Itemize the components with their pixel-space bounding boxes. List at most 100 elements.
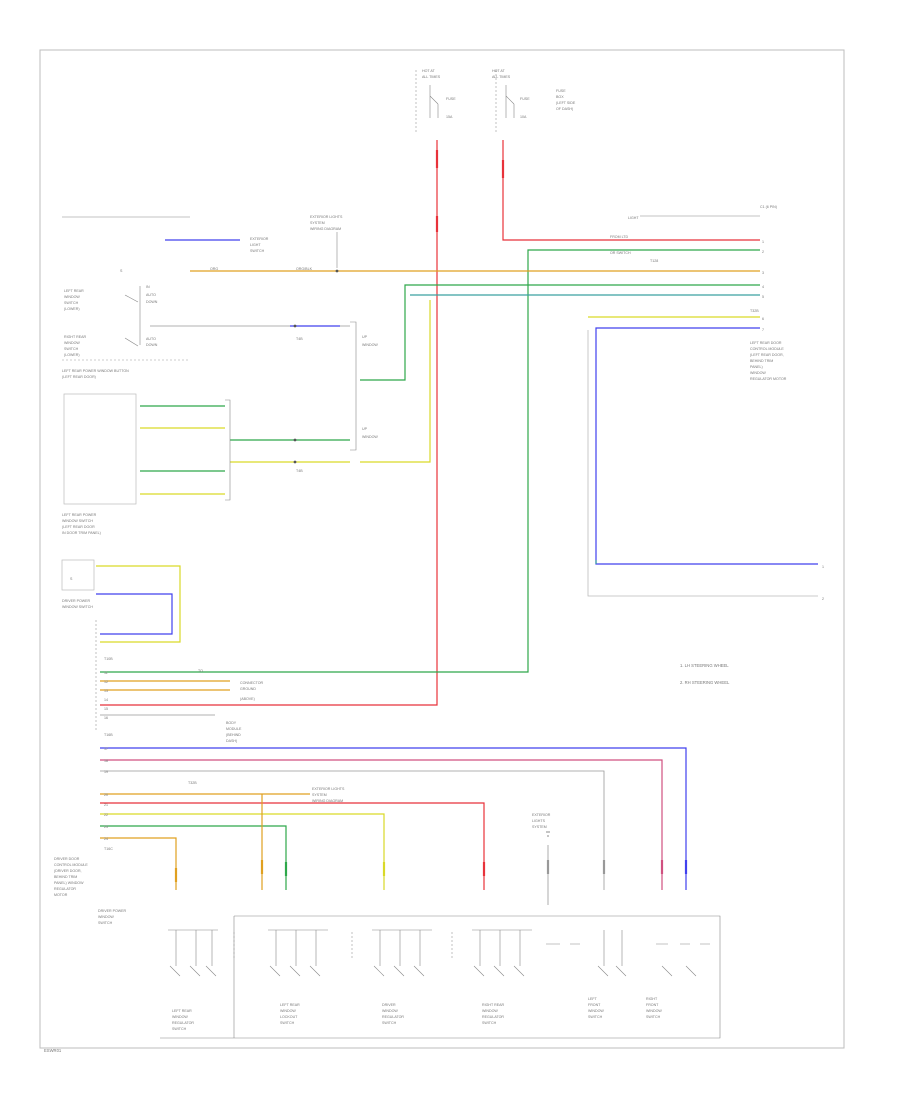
wire-blue-right xyxy=(595,327,818,565)
svg-text:WINDOW: WINDOW xyxy=(64,295,80,299)
svg-text:BOX: BOX xyxy=(556,95,564,99)
svg-text:WINDOW: WINDOW xyxy=(280,1009,296,1013)
svg-text:1: 1 xyxy=(762,240,764,244)
svg-text:DASH): DASH) xyxy=(226,739,237,743)
wire-green-loop xyxy=(100,249,760,673)
svg-text:7: 7 xyxy=(762,328,764,332)
svg-text:SWITCH: SWITCH xyxy=(588,1015,603,1019)
wire-bundle-red xyxy=(100,802,485,890)
svg-text:4: 4 xyxy=(762,285,764,289)
svg-text:ALL TIMES: ALL TIMES xyxy=(492,75,511,79)
bundle-pin-labels: 11 12 13 14 15 16 T16B 17 18 19 20 21 22… xyxy=(104,669,345,851)
svg-text:REGULATOR: REGULATOR xyxy=(382,1015,404,1019)
svg-text:ORG: ORG xyxy=(210,267,218,271)
svg-text:T10B: T10B xyxy=(104,657,113,661)
svg-text:11: 11 xyxy=(104,671,108,675)
window-switch-left: LEFT REAR WINDOW SWITCH (LOWER) RIGHT RE… xyxy=(64,269,158,357)
svg-text:SWITCH: SWITCH xyxy=(64,301,79,305)
svg-text:LIGHTS: LIGHTS xyxy=(532,819,546,823)
svg-text:(LEFT REAR DOOR): (LEFT REAR DOOR) xyxy=(62,375,96,379)
svg-text:WINDOW SWITCH: WINDOW SWITCH xyxy=(62,519,93,523)
svg-text:RIGHT REAR: RIGHT REAR xyxy=(64,335,87,339)
svg-text:C1 (6 PIN): C1 (6 PIN) xyxy=(760,205,777,209)
svg-text:CONNECTOR: CONNECTOR xyxy=(240,681,263,685)
svg-text:LEFT REAR: LEFT REAR xyxy=(172,1009,192,1013)
fuse-block-right: HOT AT ALL TIMES FUSE 10A FUSE BOX (LEFT… xyxy=(492,69,576,132)
svg-text:SWITCH: SWITCH xyxy=(98,921,113,925)
svg-text:UP: UP xyxy=(362,427,368,431)
right-connector: C1 (6 PIN) LIGHT FROM LTD OR SWITCH T128… xyxy=(610,205,777,332)
wire-yellow-mid xyxy=(360,300,760,463)
svg-text:LEFT: LEFT xyxy=(588,997,598,1001)
svg-text:T32B: T32B xyxy=(188,781,197,785)
wire-red-main xyxy=(100,140,438,706)
legend-note-2: 2. RH STEERING WHEEL xyxy=(680,680,730,685)
svg-text:BEHIND TRIM: BEHIND TRIM xyxy=(54,875,77,879)
svg-text:23: 23 xyxy=(104,825,108,829)
switch-group-5: LEFT FRONT WINDOW SWITCH xyxy=(546,930,627,1019)
svg-text:WINDOW: WINDOW xyxy=(750,371,766,375)
switch-group-4: RIGHT REAR WINDOW REGULATOR SWITCH xyxy=(472,929,532,1025)
svg-text:SWITCH: SWITCH xyxy=(646,1015,661,1019)
svg-text:ORG/BLK: ORG/BLK xyxy=(296,267,313,271)
svg-text:SWITCH: SWITCH xyxy=(64,347,79,351)
wire-bundle-blue1 xyxy=(100,747,687,890)
wire-tick-marks xyxy=(174,150,688,882)
svg-text:HOT AT: HOT AT xyxy=(422,69,435,73)
svg-text:12: 12 xyxy=(104,680,108,684)
svg-text:ALL TIMES: ALL TIMES xyxy=(422,75,441,79)
svg-text:OR SWITCH: OR SWITCH xyxy=(610,251,631,255)
svg-text:SWITCH: SWITCH xyxy=(482,1021,497,1025)
svg-text:(LEFT REAR DOOR,: (LEFT REAR DOOR, xyxy=(750,353,784,357)
right-wire-terminal-2: 2 xyxy=(822,597,824,601)
switch-group-2: LEFT REAR WINDOW LOCKOUT SWITCH xyxy=(268,929,328,1025)
svg-text:DRIVER DOOR: DRIVER DOOR xyxy=(54,857,80,861)
svg-text:(ABOVE): (ABOVE) xyxy=(240,697,255,701)
svg-text:EXTERIOR: EXTERIOR xyxy=(532,813,551,817)
svg-text:18: 18 xyxy=(104,759,108,763)
svg-text:PANEL) WINDOW: PANEL) WINDOW xyxy=(54,881,84,885)
wire-driver-blue xyxy=(96,593,173,635)
wire-bundle-gray2 xyxy=(100,770,605,890)
svg-text:(DRIVER DOOR,: (DRIVER DOOR, xyxy=(54,869,82,873)
svg-text:(BEHIND: (BEHIND xyxy=(226,733,241,737)
svg-text:5: 5 xyxy=(762,295,764,299)
svg-text:T16C: T16C xyxy=(104,847,113,851)
svg-text:CONTROL MODULE: CONTROL MODULE xyxy=(750,347,784,351)
svg-text:S: S xyxy=(70,577,73,581)
svg-text:T4B: T4B xyxy=(296,337,303,341)
svg-text:HOT AT: HOT AT xyxy=(492,69,505,73)
svg-text:DOWN: DOWN xyxy=(146,300,158,304)
switch-block: LEFT REAR WINDOW REGULATOR SWITCH LEFT R… xyxy=(160,915,721,1039)
svg-text:SWITCH: SWITCH xyxy=(172,1027,187,1031)
svg-text:AUTO: AUTO xyxy=(146,293,156,297)
svg-text:LEFT REAR: LEFT REAR xyxy=(280,1003,300,1007)
svg-text:DRIVER POWER: DRIVER POWER xyxy=(62,599,91,603)
svg-text:SYSTEM: SYSTEM xyxy=(310,221,325,225)
svg-text:FROM LTD: FROM LTD xyxy=(610,235,629,239)
svg-text:22: 22 xyxy=(104,813,108,817)
svg-text:14: 14 xyxy=(104,698,108,702)
svg-text:19: 19 xyxy=(104,770,108,774)
svg-text:WINDOW: WINDOW xyxy=(646,1009,662,1013)
wire-driver-yellow xyxy=(96,565,181,643)
svg-text:IN: IN xyxy=(146,285,150,289)
svg-text:T16B: T16B xyxy=(104,733,113,737)
switch-group-1: LEFT REAR WINDOW REGULATOR SWITCH xyxy=(168,929,218,1031)
svg-text:LOCKOUT: LOCKOUT xyxy=(280,1015,298,1019)
svg-text:SWITCH: SWITCH xyxy=(382,1021,397,1025)
svg-text:(LOWER): (LOWER) xyxy=(64,307,80,311)
svg-text:LIGHT: LIGHT xyxy=(628,216,639,220)
svg-text:WINDOW SWITCH: WINDOW SWITCH xyxy=(62,605,93,609)
svg-text:LEFT REAR DOOR: LEFT REAR DOOR xyxy=(750,341,782,345)
svg-text:REGULATOR: REGULATOR xyxy=(482,1015,504,1019)
top-left-labels: EXTERIOR LIGHT SWITCH EXTERIOR LIGHTS SY… xyxy=(210,215,343,273)
svg-text:WINDOW: WINDOW xyxy=(64,341,80,345)
svg-text:MOTOR: MOTOR xyxy=(54,893,68,897)
svg-text:UP: UP xyxy=(362,335,368,339)
diagram-frame xyxy=(39,49,845,1049)
svg-text:TO: TO xyxy=(198,669,203,673)
svg-text:3: 3 xyxy=(762,271,764,275)
wire-gray-right xyxy=(587,330,818,597)
svg-text:SWITCH: SWITCH xyxy=(250,249,265,253)
